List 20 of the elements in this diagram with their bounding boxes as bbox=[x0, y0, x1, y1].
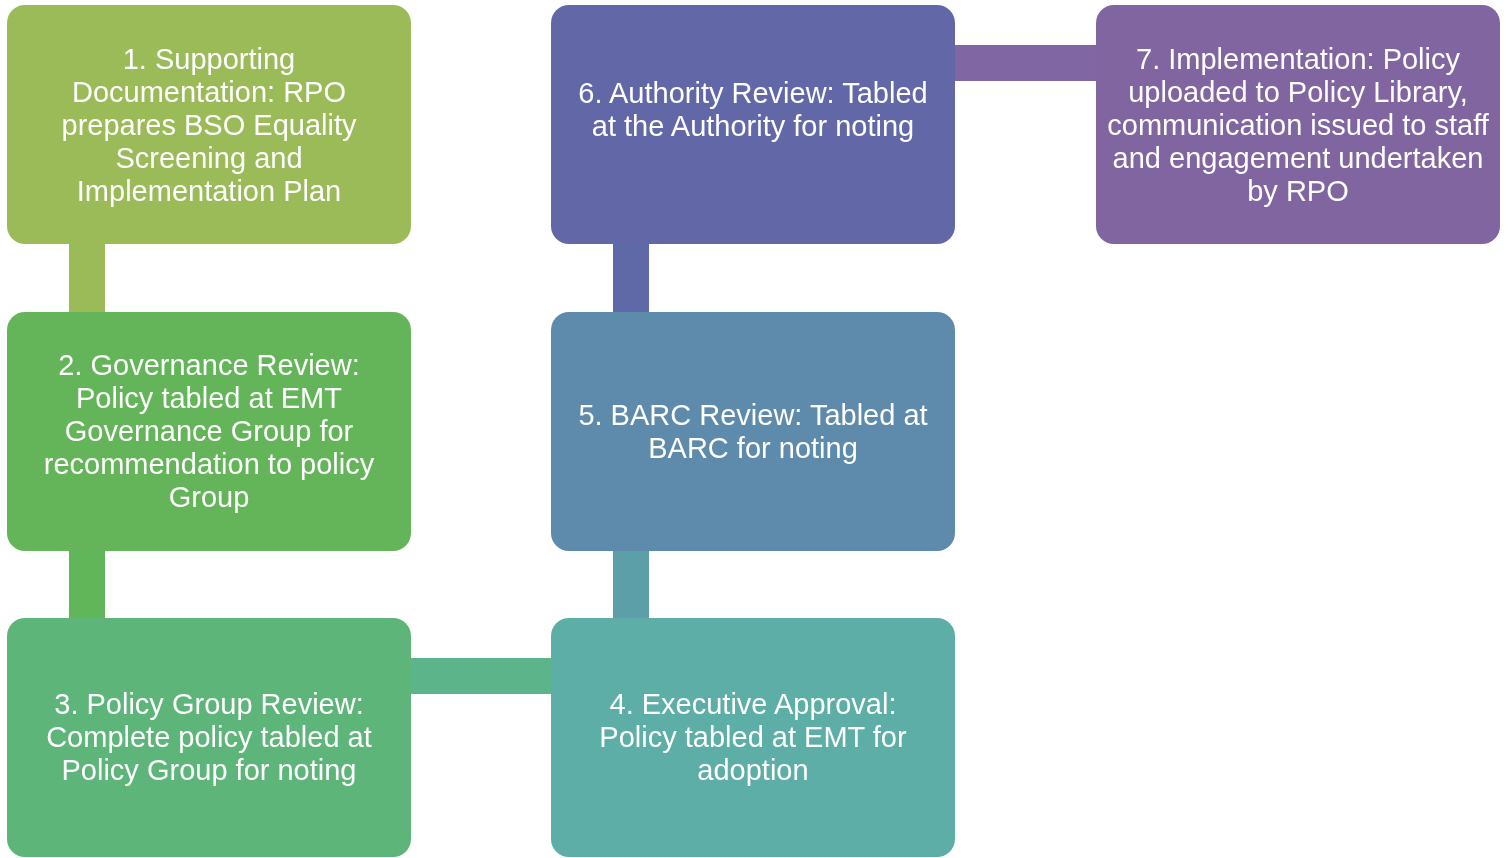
step-text: 3. Policy Group Review: Complete policy tabled at Policy Group for noting bbox=[45, 688, 373, 787]
step-text: 7. Implementation: Policy uploaded to Policy Library, communication issued to staff and engagement undertaken by RPO bbox=[1106, 43, 1490, 208]
connector-bar bbox=[955, 45, 1096, 81]
process-box bbox=[1096, 5, 1500, 244]
step-text: 6. Authority Review: Tabled at the Authority for noting bbox=[577, 77, 929, 143]
step-text: 2. Governance Review: Policy tabled at EMT Governance Group for recommendation to policy Group bbox=[42, 349, 376, 514]
step-text: 5. BARC Review: Tabled at BARC for noting bbox=[577, 398, 929, 465]
step-text: 1. Supporting Documentation: RPO prepares BSO Equality Screening and Implementation Plan bbox=[60, 43, 358, 208]
step-text: 4. Executive Approval: Policy tabled at EMT for adoption bbox=[598, 688, 908, 787]
connector-bar bbox=[613, 551, 649, 618]
connector-bar bbox=[613, 244, 649, 312]
connector-bar bbox=[69, 244, 105, 312]
process-box bbox=[551, 618, 955, 857]
process-box bbox=[7, 5, 411, 244]
process-box bbox=[7, 618, 411, 857]
process-box bbox=[551, 312, 955, 551]
process-box bbox=[7, 312, 411, 551]
connector-bar bbox=[69, 551, 105, 618]
connector-bar bbox=[411, 658, 551, 694]
process-box bbox=[551, 5, 955, 244]
